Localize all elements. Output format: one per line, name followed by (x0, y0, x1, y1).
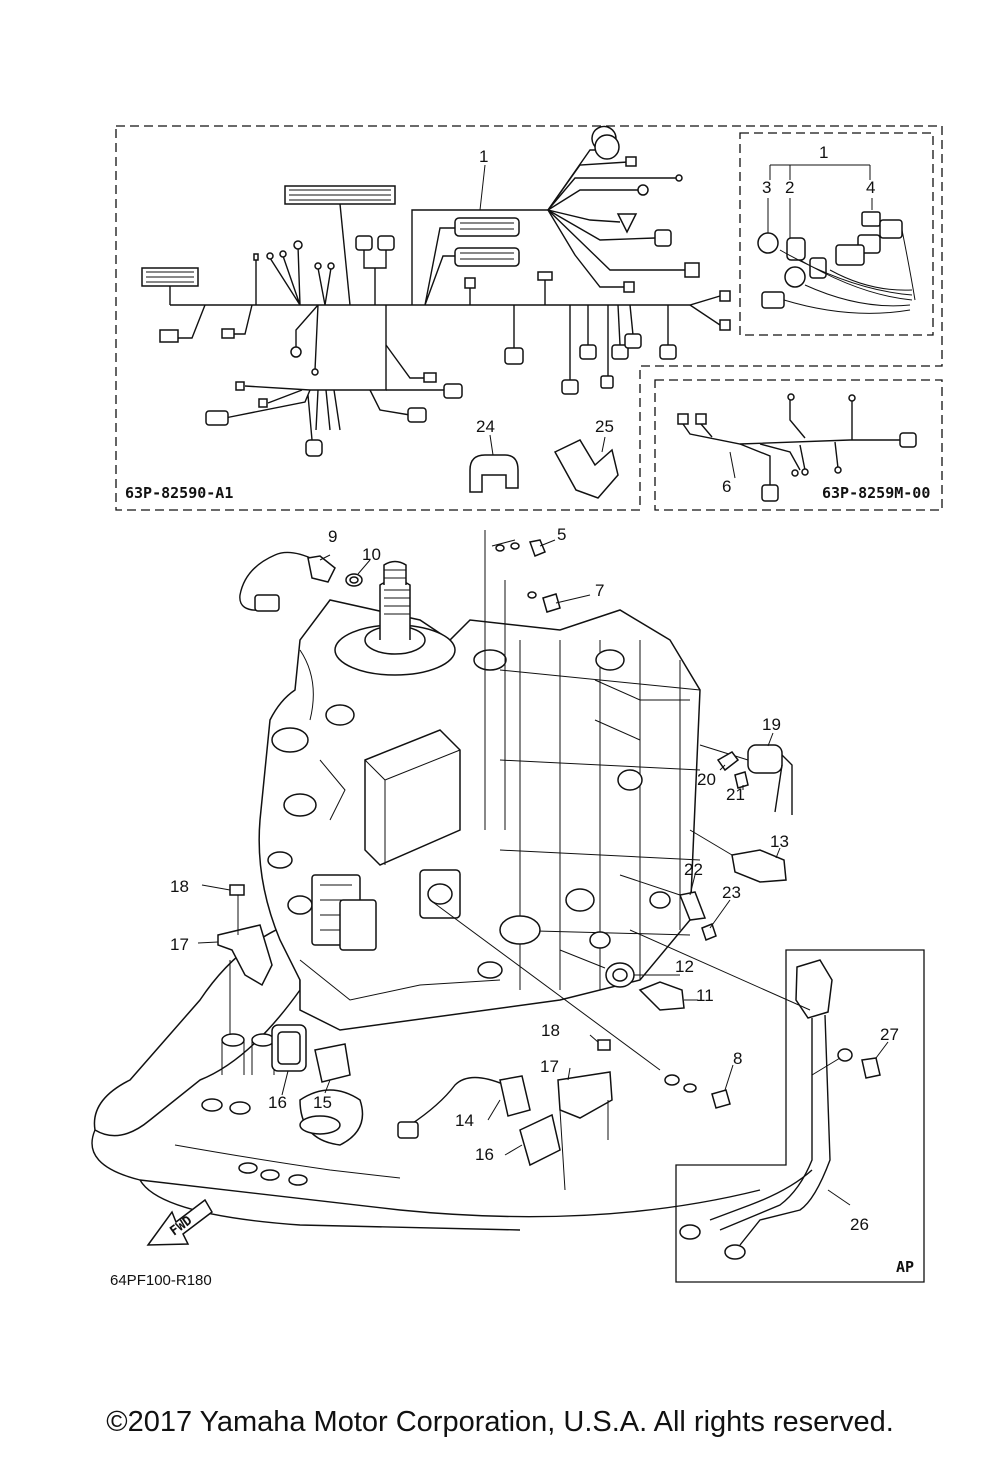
harness-frame (115, 125, 943, 511)
seal-16-right (519, 1113, 561, 1167)
callout-8: 8 (733, 1049, 742, 1068)
figure-code: 64PF100-R180 (110, 1272, 212, 1289)
callout-16a: 16 (268, 1093, 287, 1112)
callout-26: 26 (850, 1215, 869, 1234)
harness-sub-code: 63P-8259M-00 (822, 484, 930, 502)
sub-harness-6 (677, 393, 917, 502)
part-codes: 63P-82590-A1 63P-8259M-00 64PF100-R180 A… (110, 484, 930, 1289)
callout-19: 19 (762, 715, 781, 734)
ap-box (629, 929, 925, 1283)
callout-10: 10 (362, 545, 381, 564)
callout-13: 13 (770, 832, 789, 851)
engine-block (91, 530, 761, 1231)
callout-5: 5 (557, 525, 566, 544)
main-wire-harness (141, 125, 731, 457)
callout-17b: 17 (540, 1057, 559, 1076)
bracket-20-bolt-21 (716, 751, 749, 789)
bolt-5 (491, 539, 546, 557)
sensor-19 (699, 744, 793, 815)
fwd-arrow: FWD (146, 1198, 213, 1246)
callout-23: 23 (722, 883, 741, 902)
callout-11: 11 (696, 986, 714, 1005)
clamps-24-25 (469, 434, 619, 499)
cowling-bosses (201, 1033, 308, 1186)
callout-4: 4 (866, 178, 875, 197)
copyright-notice: ©2017 Yamaha Motor Corporation, U.S.A. A… (106, 1406, 894, 1438)
callout-21: 21 (726, 785, 745, 804)
inset-harness-parts (757, 164, 916, 314)
callout-leaders (197, 539, 889, 1206)
bracket-17-right (557, 1039, 613, 1191)
callout-20: 20 (697, 770, 716, 789)
seal-16-left (271, 1024, 307, 1072)
callout-16b: 16 (475, 1145, 494, 1164)
callout-22: 22 (684, 860, 703, 879)
callout-2: 2 (785, 178, 794, 197)
callout-6: 6 (722, 477, 731, 496)
callout-labels: 1 1 2 3 4 5 6 7 8 9 10 11 12 13 14 15 16… (170, 143, 899, 1234)
callout-7: 7 (595, 581, 604, 600)
callout-25: 25 (595, 417, 614, 436)
bolt-7 (527, 591, 561, 613)
sensor-9 (239, 551, 336, 612)
harness-main-code: 63P-82590-A1 (125, 484, 233, 502)
callout-1-main: 1 (479, 147, 488, 166)
bracket-17-left (217, 884, 273, 1035)
callout-27: 27 (880, 1025, 899, 1044)
callout-9: 9 (328, 527, 337, 546)
callout-1-inset: 1 (819, 143, 828, 162)
harness-14 (397, 1075, 531, 1139)
callout-12: 12 (675, 957, 694, 976)
bracket-22-bolt-23 (619, 874, 717, 941)
sensor-13 (689, 829, 787, 883)
grommet-12-sensor-11 (559, 949, 685, 1011)
cap-15 (314, 1043, 351, 1083)
callout-17a: 17 (170, 935, 189, 954)
ap-label: AP (896, 1258, 914, 1276)
callout-3: 3 (762, 178, 771, 197)
gasket-10 (345, 573, 363, 587)
bolt-8 (429, 899, 731, 1109)
callout-18b: 18 (541, 1021, 560, 1040)
callout-14: 14 (455, 1111, 474, 1130)
callout-15: 15 (313, 1093, 332, 1112)
callout-24: 24 (476, 417, 495, 436)
callout-18a: 18 (170, 877, 189, 896)
